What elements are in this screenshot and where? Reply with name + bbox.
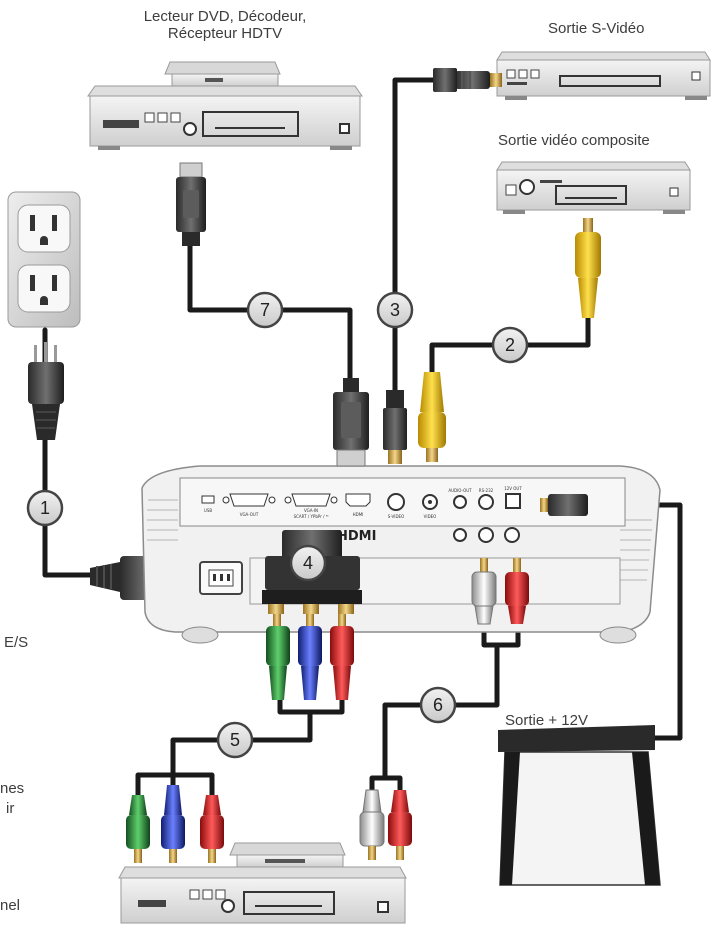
- composite-plug-projector: [418, 372, 446, 462]
- svg-text:4: 4: [303, 553, 313, 573]
- trigger-output-label: Sortie + 12V: [505, 712, 588, 729]
- dvd-source-label: Lecteur DVD, Décodeur, Récepteur HDTV: [110, 8, 340, 42]
- wall-outlet: [7, 191, 81, 328]
- badge-2: 2: [491, 326, 529, 364]
- svg-text:3: 3: [390, 300, 400, 320]
- port-s-video: S-VIDEO: [387, 493, 405, 519]
- badge-7: 7: [246, 291, 284, 329]
- badge-6: 6: [419, 686, 457, 724]
- audio-cable-line-3: [369, 775, 403, 793]
- dvd-player-stack: [87, 61, 363, 150]
- hdmi-plug-top: [176, 162, 206, 246]
- svg-text:USB: USB: [204, 508, 212, 513]
- component-rca-plugs-bottom: [126, 785, 224, 863]
- svg-text:VGA-IN: VGA-IN: [304, 508, 318, 513]
- badge-3: 3: [376, 291, 414, 329]
- audio-rca-plugs-projector: [471, 558, 529, 625]
- svg-text:VGA-OUT: VGA-OUT: [240, 512, 259, 517]
- port-rs232: RS-232: [478, 488, 520, 543]
- cut-off-label-3: ir: [6, 800, 15, 817]
- badge-4: 4: [289, 544, 327, 582]
- badge-1: 1: [26, 489, 64, 527]
- audio-cable-line: [481, 619, 521, 648]
- port-vga-out: VGA-OUT: [222, 493, 276, 517]
- svg-text:6: 6: [433, 695, 443, 715]
- svg-text:5: 5: [230, 730, 240, 750]
- svg-text:HDMI: HDMI: [337, 529, 376, 544]
- component-rca-plugs-top: [266, 614, 354, 700]
- svg-text:RS-232: RS-232: [479, 488, 494, 493]
- cut-off-label-1: E/S: [4, 634, 29, 651]
- badge-5: 5: [216, 721, 254, 759]
- svg-text:SCART / YPbPr / ᴵᴺ: SCART / YPbPr / ᴵᴺ: [294, 514, 329, 519]
- component-cable-line-3: [135, 772, 215, 798]
- s-video-source-device: [496, 51, 711, 100]
- projection-screen: [498, 725, 661, 886]
- port-dc-out: 12V OUT: [504, 486, 522, 509]
- composite-source-device: [496, 161, 691, 214]
- cut-off-label-2: nes: [0, 780, 25, 797]
- audio-rca-plugs-bottom: [359, 789, 412, 860]
- svg-text:2: 2: [505, 335, 515, 355]
- s-video-plug-projector: [383, 390, 407, 464]
- component-source-device: [118, 842, 407, 924]
- composite-output-label: Sortie vidéo composite: [498, 132, 650, 149]
- cut-off-label-4: nel: [0, 897, 21, 914]
- s-video-plug-top: [433, 68, 502, 92]
- s-video-output-label: Sortie S-Vidéo: [548, 20, 645, 37]
- port-audio-out: AUDIO-OUT: [448, 488, 472, 542]
- port-usb: USB: [201, 495, 215, 513]
- svg-text:HDMI: HDMI: [353, 512, 364, 517]
- svg-text:7: 7: [260, 300, 270, 320]
- svg-text:VIDEO: VIDEO: [424, 514, 437, 519]
- composite-plug-top: [575, 218, 601, 318]
- svg-text:AUDIO-OUT: AUDIO-OUT: [448, 488, 472, 493]
- port-vga-in: VGA-IN SCART / YPbPr / ᴵᴺ: [284, 493, 338, 519]
- port-video: VIDEO: [422, 494, 438, 519]
- dvd-source-label-line2: Récepteur HDTV: [167, 25, 283, 42]
- svg-text:S-VIDEO: S-VIDEO: [388, 514, 404, 519]
- svg-text:1: 1: [40, 498, 50, 518]
- number-badges: 1 2 3 4 5 6 7: [26, 291, 529, 759]
- projector: [141, 465, 661, 644]
- svg-text:12V OUT: 12V OUT: [504, 486, 522, 491]
- trigger-plug: [540, 494, 588, 516]
- power-plug: [28, 342, 64, 440]
- dvd-source-label-line1: Lecteur DVD, Décodeur,: [143, 8, 307, 25]
- hdmi-plug-projector: [333, 378, 369, 467]
- port-hdmi: HDMI HDMI: [337, 493, 376, 544]
